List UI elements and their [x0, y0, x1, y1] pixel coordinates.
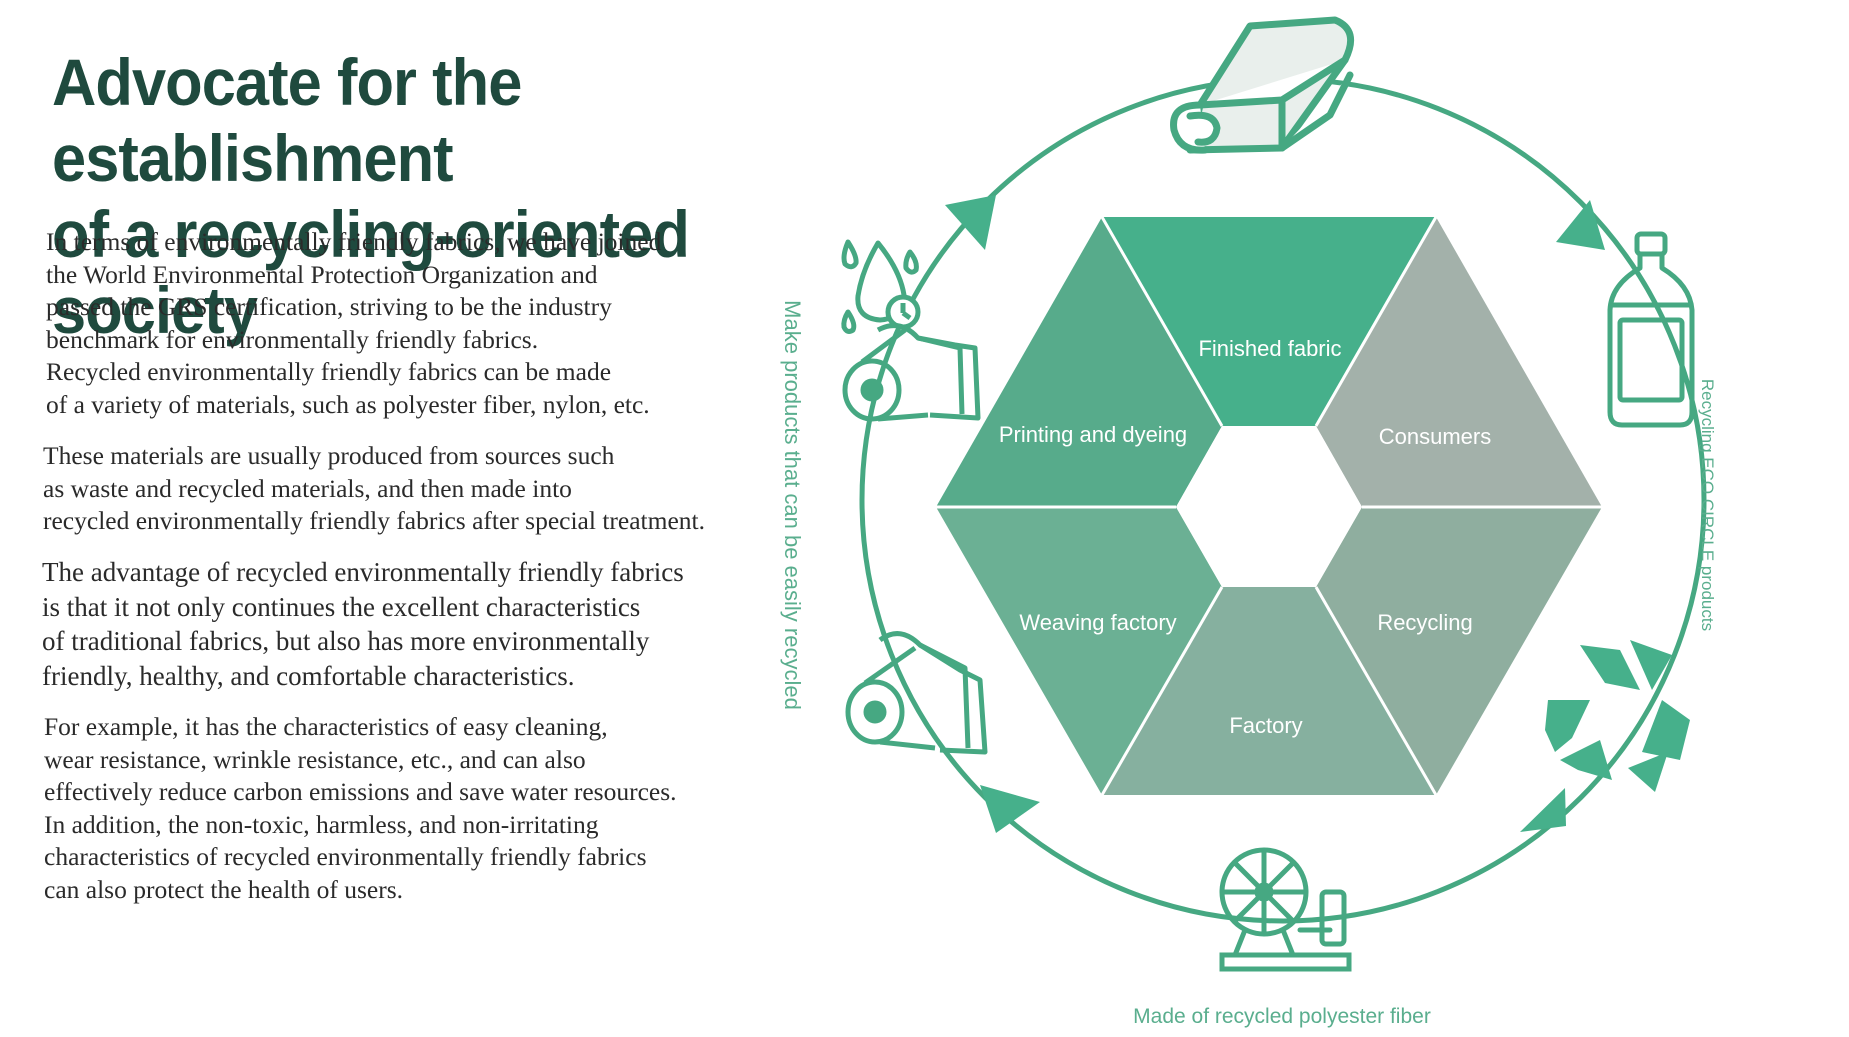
segment-dividers	[936, 216, 1602, 796]
arrow-bottom-right	[1520, 788, 1566, 832]
text-line: wear resistance, wrinkle resistance, etc…	[44, 744, 586, 774]
label-left-arc: Make products that can be easily recycle…	[780, 300, 805, 710]
center-hexagon	[1176, 426, 1362, 587]
text-line: recycled environmentally friendly fabric…	[43, 506, 705, 535]
paragraph-materials: These materials are usually produced fro…	[43, 440, 705, 538]
text-line: can also protect the health of users.	[44, 874, 403, 904]
text-line: effectively reduce carbon emissions and …	[44, 777, 677, 806]
segment-factory	[1102, 587, 1436, 795]
text-line: characteristics of recycled environmenta…	[44, 842, 647, 871]
text-line: the World Environmental Protection Organ…	[46, 259, 598, 289]
text-line: The advantage of recycled environmentall…	[42, 557, 684, 587]
segment-recycling	[1316, 507, 1602, 795]
label-consumers: Consumers	[1379, 424, 1491, 449]
folded-fabric-icon	[1170, 16, 1355, 154]
page-title: Advocate for the establishment of a recy…	[52, 44, 889, 348]
arrow-bottom-left	[980, 785, 1040, 833]
page-title-line-1: Advocate for the establishment	[52, 45, 522, 195]
text-line: Recycled environmentally friendly fabric…	[46, 357, 612, 386]
segment-weaving-factory	[936, 507, 1222, 795]
text-line: passed the GRS certification, striving t…	[46, 292, 612, 321]
recycle-icon	[1545, 640, 1690, 792]
text-line: of traditional fabrics, but also has mor…	[42, 626, 650, 656]
text-line: is that it not only continues the excell…	[42, 591, 641, 622]
text-line: For example, it has the characteristics …	[44, 712, 608, 741]
arrow-top-right	[1556, 200, 1605, 250]
label-factory: Factory	[1229, 713, 1302, 738]
page-title-line-2: of a recycling-oriented society	[52, 197, 690, 347]
spinning-wheel-icon	[1219, 847, 1352, 972]
arrow-top-left	[945, 195, 996, 250]
text-line: benchmark for environmentally friendly f…	[46, 324, 539, 354]
segment-consumers	[1316, 217, 1602, 507]
text-line: as waste and recycled materials, and the…	[43, 473, 572, 503]
text-line: These materials are usually produced fro…	[43, 441, 615, 470]
segment-printing-dyeing	[936, 217, 1222, 507]
dyeing-drops-fabric-icon	[841, 239, 981, 422]
label-recycling: Recycling	[1377, 610, 1472, 635]
segment-finished-fabric	[1102, 217, 1436, 426]
text-line: of a variety of materials, such as polye…	[46, 389, 650, 419]
paragraph-certification: In terms of environmentally friendly fab…	[46, 226, 661, 421]
bottle-icon	[1607, 231, 1695, 428]
text-line: In addition, the non-toxic, harmless, an…	[44, 809, 599, 839]
label-right-arc: Recycling ECO CIRCLE products	[1698, 379, 1717, 631]
label-finished-fabric: Finished fabric	[1198, 336, 1341, 361]
paragraph-advantage: The advantage of recycled environmentall…	[42, 555, 684, 693]
label-bottom: Made of recycled polyester fiber	[1133, 1005, 1431, 1028]
label-weaving-factory: Weaving factory	[1019, 610, 1176, 635]
paragraph-characteristics: For example, it has the characteristics …	[44, 711, 677, 906]
text-line: friendly, healthy, and comfortable chara…	[42, 660, 575, 691]
label-printing-dyeing: Printing and dyeing	[999, 422, 1187, 447]
fabric-roll-icon	[845, 631, 988, 755]
text-line: In terms of environmentally friendly fab…	[46, 227, 662, 256]
